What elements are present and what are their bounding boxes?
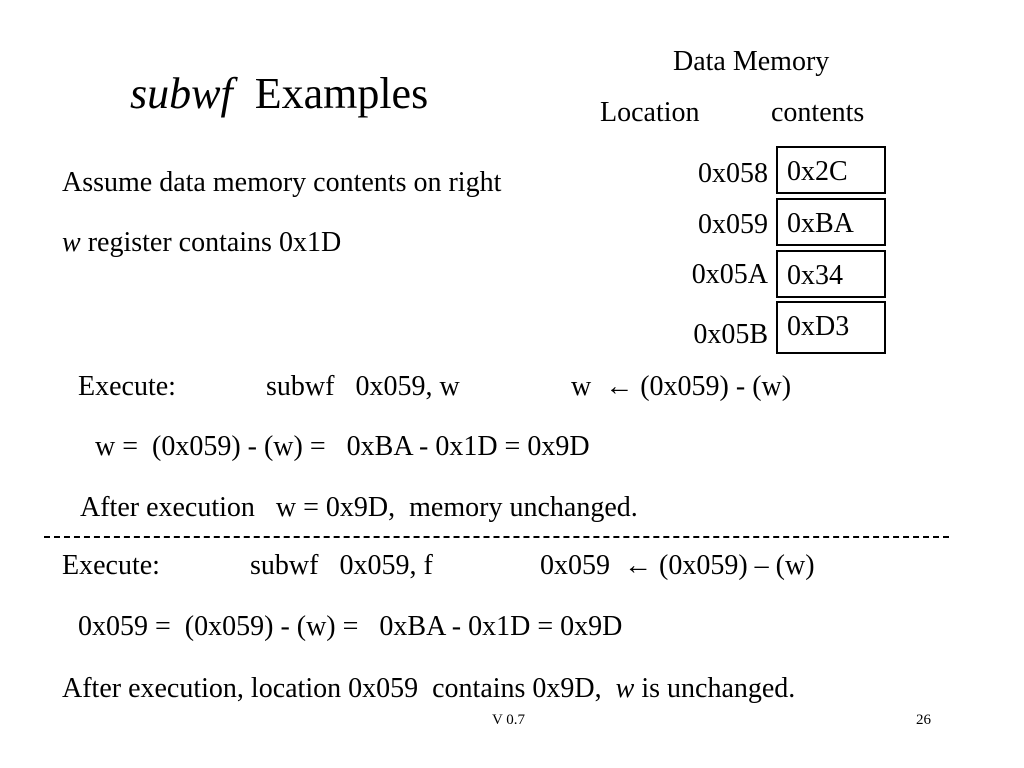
slide-title: subwf Examples [130,72,428,116]
version-label: V 0.7 [492,712,526,728]
w-register-text: w register contains 0x1D [62,229,341,257]
memory-address: 0x05B [693,319,768,350]
example1-effect: w ← (0x059) - (w) [571,371,792,402]
contents-column-header: contents [771,97,865,128]
example1-instruction: subwf 0x059, w [266,371,460,402]
example1-execute-label: Execute: [78,371,176,402]
title-keyword: subwf [130,69,233,118]
page-number: 26 [916,712,931,728]
example2-result-start: After execution, location 0x059 contains… [62,673,602,704]
memory-value: 0x34 [787,260,843,291]
memory-value: 0xD3 [787,311,850,342]
memory-cell: 0xBA [776,198,886,246]
assume-text: Assume data memory contents on right [62,167,502,198]
location-column-header: Location [600,97,700,128]
section-divider [44,536,949,538]
memory-address: 0x059 [698,209,768,240]
memory-value: 0x2C [787,156,848,187]
w-variable: w [615,673,635,704]
memory-cell: 0xD3 [776,301,886,354]
example2-execute-label: Execute: [62,550,160,581]
example2-effect: 0x059 ← (0x059) – (w) [540,550,815,581]
memory-cell: 0x34 [776,250,886,298]
example2-instruction: subwf 0x059, f [250,550,433,581]
memory-heading: Data Memory [673,46,830,77]
example2-result-end: is unchanged. [641,673,796,704]
memory-address: 0x058 [698,158,768,189]
w-variable: w [62,227,81,258]
example1-result: After execution w = 0x9D, memory unchang… [80,492,638,523]
memory-address: 0x05A [691,259,768,290]
example2-result: After execution, location 0x059 contains… [62,675,795,703]
example2-calculation: 0x059 = (0x059) - (w) = 0xBA - 0x1D = 0x… [78,611,623,642]
w-register-desc: register contains 0x1D [87,227,342,258]
memory-value: 0xBA [787,208,854,239]
example1-calculation: w = (0x059) - (w) = 0xBA - 0x1D = 0x9D [95,431,590,462]
title-text: Examples [254,69,429,118]
memory-cell: 0x2C [776,146,886,194]
